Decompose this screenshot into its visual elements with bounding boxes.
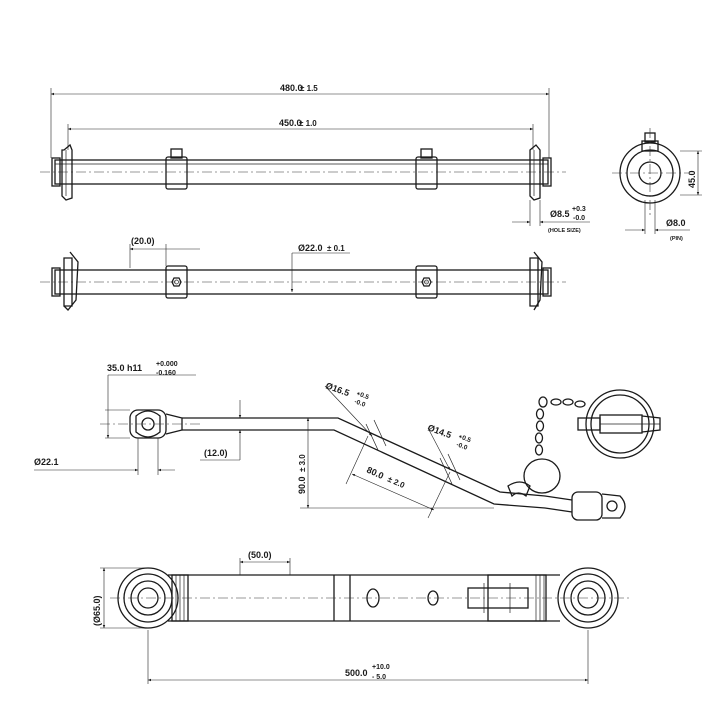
- link-arm-bottom: [182, 429, 573, 513]
- link-width: 35.0 h11: [107, 363, 142, 373]
- drop-tol: ± 3.0: [298, 454, 307, 472]
- overall-tol: ± 1.5: [300, 84, 318, 93]
- rod-tol: ± 0.1: [327, 244, 345, 253]
- eye-dia: Ø22.1: [34, 457, 59, 467]
- bottom-view: (50.0) (Ø65.0) 500.0 +10.0 - 5.0: [92, 550, 630, 684]
- rod-dia: Ø22.0: [298, 243, 323, 253]
- hole1-tol-lower: -0.0: [353, 398, 366, 409]
- drop-length: 90.0: [297, 476, 307, 494]
- chain: [507, 396, 586, 498]
- top-view: 480.0 ± 1.5 450.0 ± 1.0 Ø8.5 +0.3 -0.0 (…: [40, 83, 590, 234]
- top-clamp-right: [415, 156, 438, 190]
- hole2-tol-upper: +0.5: [457, 433, 472, 444]
- bottom-total-length: 500.0: [345, 668, 368, 678]
- hole1-tol-upper: +0.5: [355, 390, 370, 401]
- hole-tol-lower: -0.0: [573, 215, 585, 222]
- link-arm-top: [182, 417, 573, 501]
- slot-length: 80.0: [365, 465, 385, 481]
- link-step: (12.0): [204, 448, 228, 458]
- eye-outer-dia: (Ø65.0): [92, 595, 102, 626]
- link-width-tol-lower: -0.160: [156, 370, 176, 377]
- link-view: 35.0 h11 +0.000 -0.160 Ø22.1 (12.0) Ø16.…: [34, 361, 661, 521]
- bottom-ref-length: (50.0): [248, 550, 272, 560]
- slot-tol: ± 2.0: [386, 475, 406, 491]
- top-clamp-left: [165, 156, 188, 190]
- bottom-total-tol-lower: - 5.0: [372, 674, 386, 681]
- pin-dia: Ø8.0: [666, 218, 686, 228]
- hole2-tol-lower: -0.0: [455, 441, 468, 452]
- hole1-dia: Ø16.5: [324, 380, 350, 398]
- overall-length: 480.0: [280, 83, 303, 93]
- side-clamp-left: [165, 265, 188, 299]
- link-right-eye: [571, 491, 603, 521]
- left-lynch-pin: [61, 143, 73, 201]
- bottom-total-tol-upper: +10.0: [372, 664, 390, 671]
- side-clamp-right: [415, 265, 438, 299]
- side-offset: (20.0): [131, 236, 155, 246]
- side-view: (20.0) Ø22.0 ± 0.1: [40, 236, 566, 311]
- hole-note: (HOLE SIZE): [548, 228, 581, 234]
- hole-dia: Ø8.5: [550, 209, 570, 219]
- link-left-eye: [129, 409, 167, 439]
- end-view: 45.0 Ø8.0 (PIN): [612, 128, 702, 242]
- pin-note: (PIN): [670, 236, 683, 242]
- hole2-dia: Ø14.5: [426, 422, 452, 440]
- pin-span-tol: ± 1.0: [299, 119, 317, 128]
- side-right-pin: [529, 257, 539, 307]
- end-height: 45.0: [687, 170, 697, 188]
- linch-pin: [577, 389, 661, 459]
- right-lynch-pin: [529, 144, 541, 201]
- pin-span: 450.0: [279, 118, 302, 128]
- link-width-tol-upper: +0.000: [156, 361, 178, 368]
- hole-tol-upper: +0.3: [572, 206, 586, 213]
